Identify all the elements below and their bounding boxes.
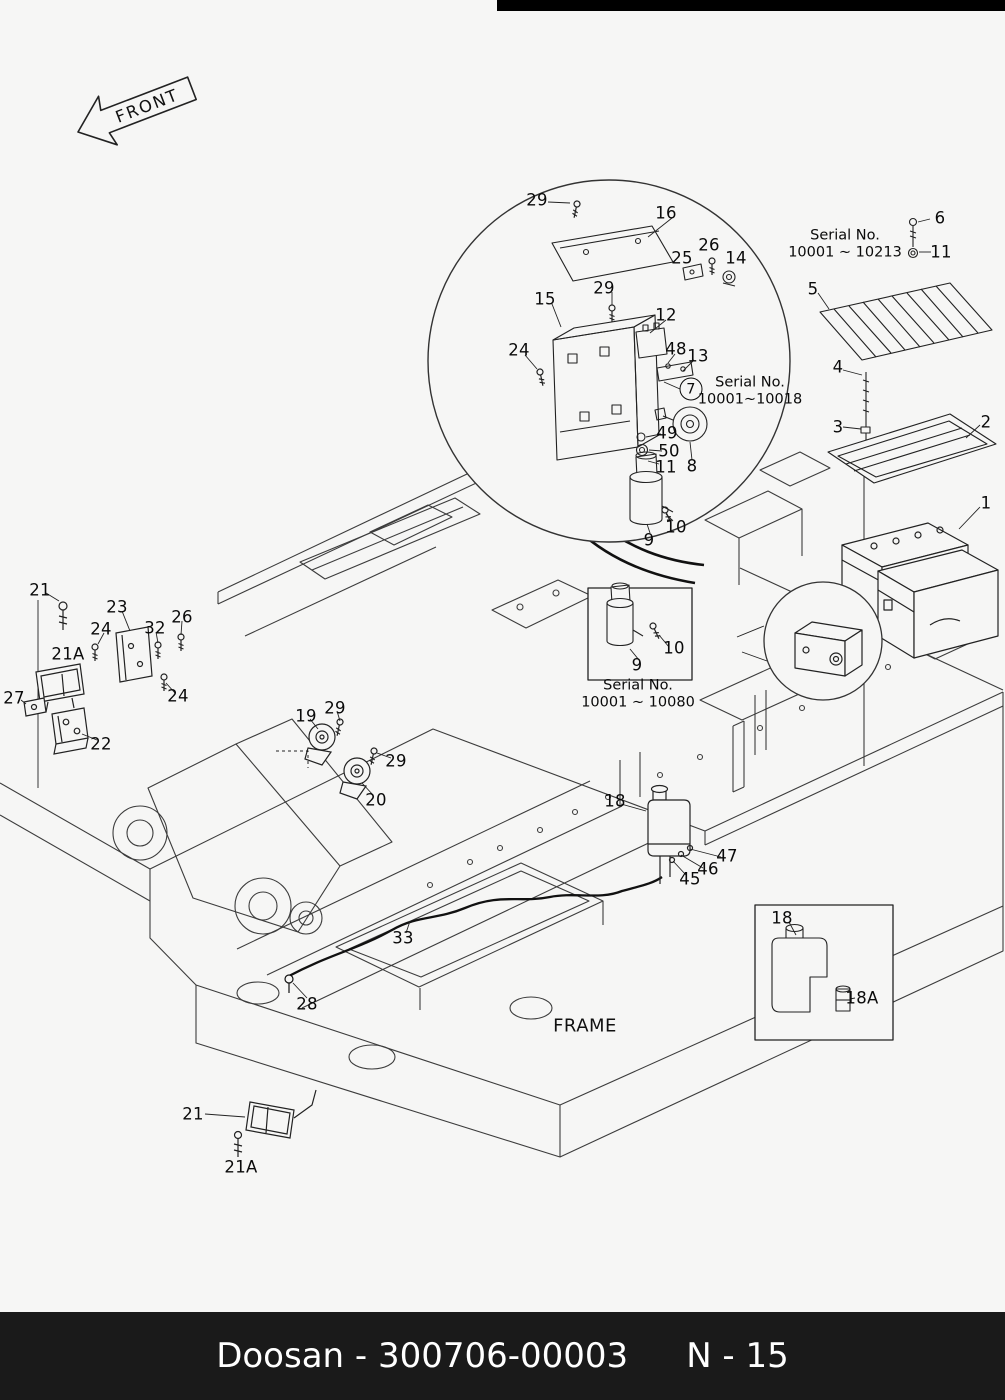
leader-lines (20, 201, 981, 1118)
battery-cover-and-tray (819, 217, 997, 484)
front-direction-arrow: FRONT (77, 76, 197, 146)
footer-bar: Doosan - 300706-00003 N - 15 (0, 1312, 1005, 1400)
front-lamp-assembly (23, 600, 185, 788)
footer-part-number: Doosan - 300706-00003 (216, 1336, 629, 1376)
zoom-circle-detail (427, 179, 791, 543)
frame-label: FRAME (553, 1015, 617, 1037)
exploded-parts-diagram: FRONT (0, 76, 1004, 1158)
frame-structure (0, 428, 1004, 1158)
zoom-circle (427, 179, 791, 543)
relay-detail-circle (736, 581, 883, 701)
washer-hose (284, 876, 663, 993)
front-label: FRONT (113, 85, 182, 127)
footer-page-ref: N - 15 (686, 1336, 789, 1376)
washer-tank-on-frame (647, 784, 694, 884)
horn-assembly (276, 717, 379, 800)
washer-tank-detail-box (754, 904, 894, 1041)
top-black-strip (497, 0, 1005, 11)
front-arrow-shape (77, 76, 197, 146)
bottom-lamp-assembly (233, 1089, 317, 1157)
washer-pump-detail-box (587, 582, 693, 681)
